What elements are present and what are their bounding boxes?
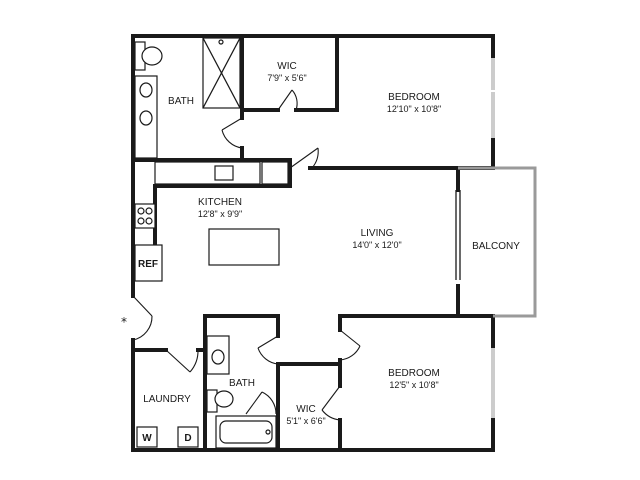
room-label-wic-bottom: WIC xyxy=(296,404,315,415)
windows xyxy=(490,58,496,418)
room-label-kitchen: KITCHEN xyxy=(198,197,242,208)
sink xyxy=(139,110,153,126)
room-size-bedroom-bottom: 12'5" x 10'8" xyxy=(389,380,438,390)
sink xyxy=(211,349,225,365)
toilet-bowl xyxy=(141,46,163,66)
dryer-label: D xyxy=(184,433,191,444)
room-label-bath-bottom: BATH xyxy=(229,378,255,389)
room-label-balcony: BALCONY xyxy=(472,241,520,252)
room-size-kitchen: 12'8" x 9'9" xyxy=(198,209,242,219)
room-size-wic-top: 7'9" x 5'6" xyxy=(267,73,306,83)
kitchen-fixtures xyxy=(134,161,289,282)
entry-marker: * xyxy=(121,315,127,329)
washer-label: W xyxy=(142,433,152,444)
toilet-bowl xyxy=(214,390,234,408)
laundry-appliances xyxy=(136,426,199,448)
room-label-laundry: LAUNDRY xyxy=(143,394,191,405)
room-label-bedroom-top: BEDROOM xyxy=(388,92,440,103)
balcony-outline xyxy=(455,166,537,318)
drain xyxy=(265,429,271,435)
bottom-bath-fixtures xyxy=(206,335,277,449)
room-size-living: 14'0" x 12'0" xyxy=(352,240,401,250)
kitchen-sink xyxy=(214,165,234,181)
door-swings xyxy=(132,89,361,421)
counter xyxy=(154,161,261,185)
room-label-bath-top: BATH xyxy=(168,96,194,107)
ref-label: REF xyxy=(138,259,158,270)
room-size-wic-bottom: 5'1" x 6'6" xyxy=(286,416,325,426)
kitchen-island xyxy=(208,228,280,266)
dryer xyxy=(177,426,199,448)
range xyxy=(134,203,156,229)
room-label-bedroom-bottom: BEDROOM xyxy=(388,368,440,379)
top-bath-fixtures xyxy=(134,37,241,159)
refrigerator xyxy=(134,244,163,282)
shower-head xyxy=(218,39,224,45)
room-size-bedroom-top: 12'10" x 10'8" xyxy=(387,104,441,114)
room-label-wic-top: WIC xyxy=(277,61,296,72)
room-label-living: LIVING xyxy=(361,228,394,239)
sink xyxy=(139,82,153,98)
washer xyxy=(136,426,158,448)
dishwasher xyxy=(261,161,289,185)
